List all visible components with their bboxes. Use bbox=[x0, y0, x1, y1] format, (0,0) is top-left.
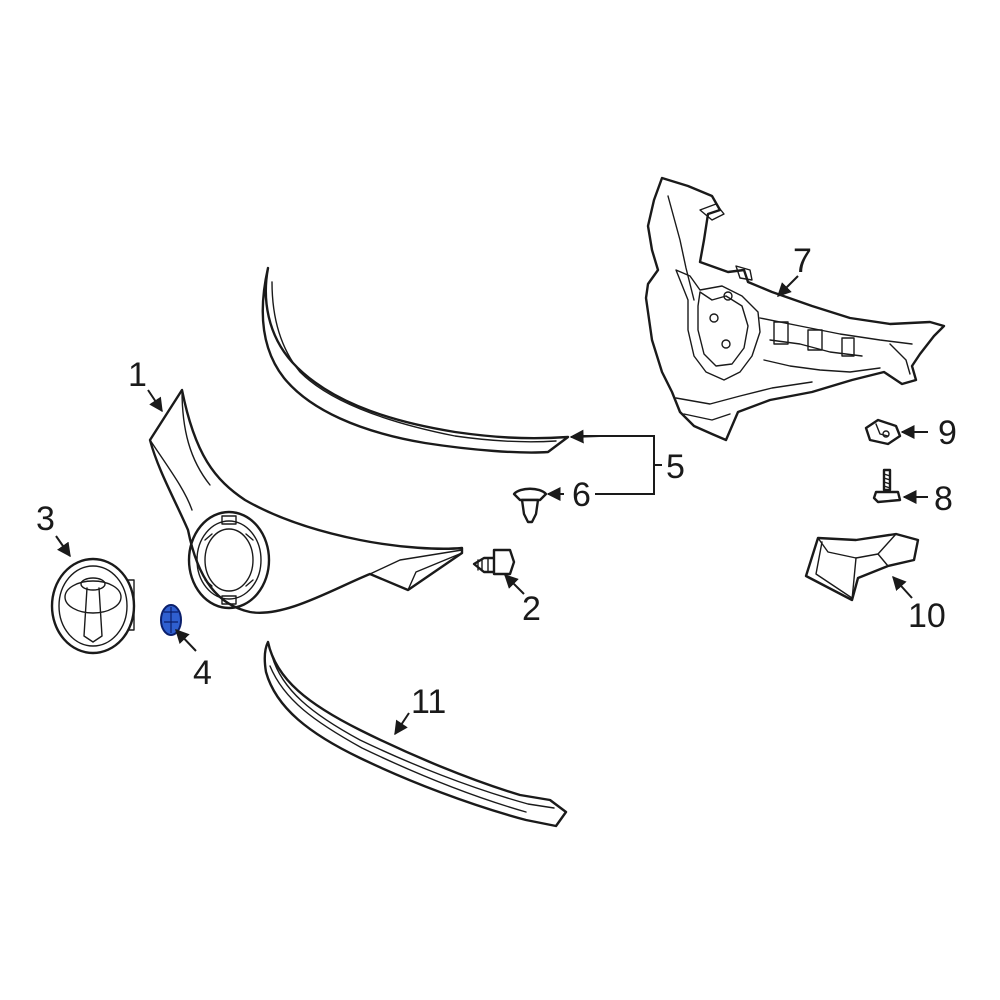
callout-1: 1 bbox=[128, 356, 147, 394]
stud-bolt bbox=[872, 468, 902, 504]
callout-6: 6 bbox=[572, 476, 591, 514]
grille bbox=[148, 388, 464, 614]
callout-5: 5 bbox=[666, 448, 685, 486]
callout-2: 2 bbox=[522, 590, 541, 628]
duct-bracket bbox=[804, 532, 920, 602]
callout-3: 3 bbox=[36, 500, 55, 538]
leader-lines bbox=[55, 275, 928, 736]
emblem-clip-highlighted bbox=[160, 604, 182, 636]
callout-11: 11 bbox=[411, 683, 446, 721]
radiator-support-bracket bbox=[644, 176, 946, 442]
emblem bbox=[50, 557, 136, 655]
push-clip bbox=[512, 487, 548, 524]
bolt bbox=[472, 548, 516, 576]
callout-9: 9 bbox=[938, 414, 957, 452]
callout-10: 10 bbox=[908, 597, 946, 635]
lower-grille-molding bbox=[263, 640, 568, 828]
upper-grille-molding bbox=[261, 266, 570, 454]
callout-4: 4 bbox=[193, 654, 212, 692]
callout-8: 8 bbox=[934, 480, 953, 518]
nut-clip bbox=[864, 418, 902, 446]
callout-7: 7 bbox=[793, 242, 812, 280]
